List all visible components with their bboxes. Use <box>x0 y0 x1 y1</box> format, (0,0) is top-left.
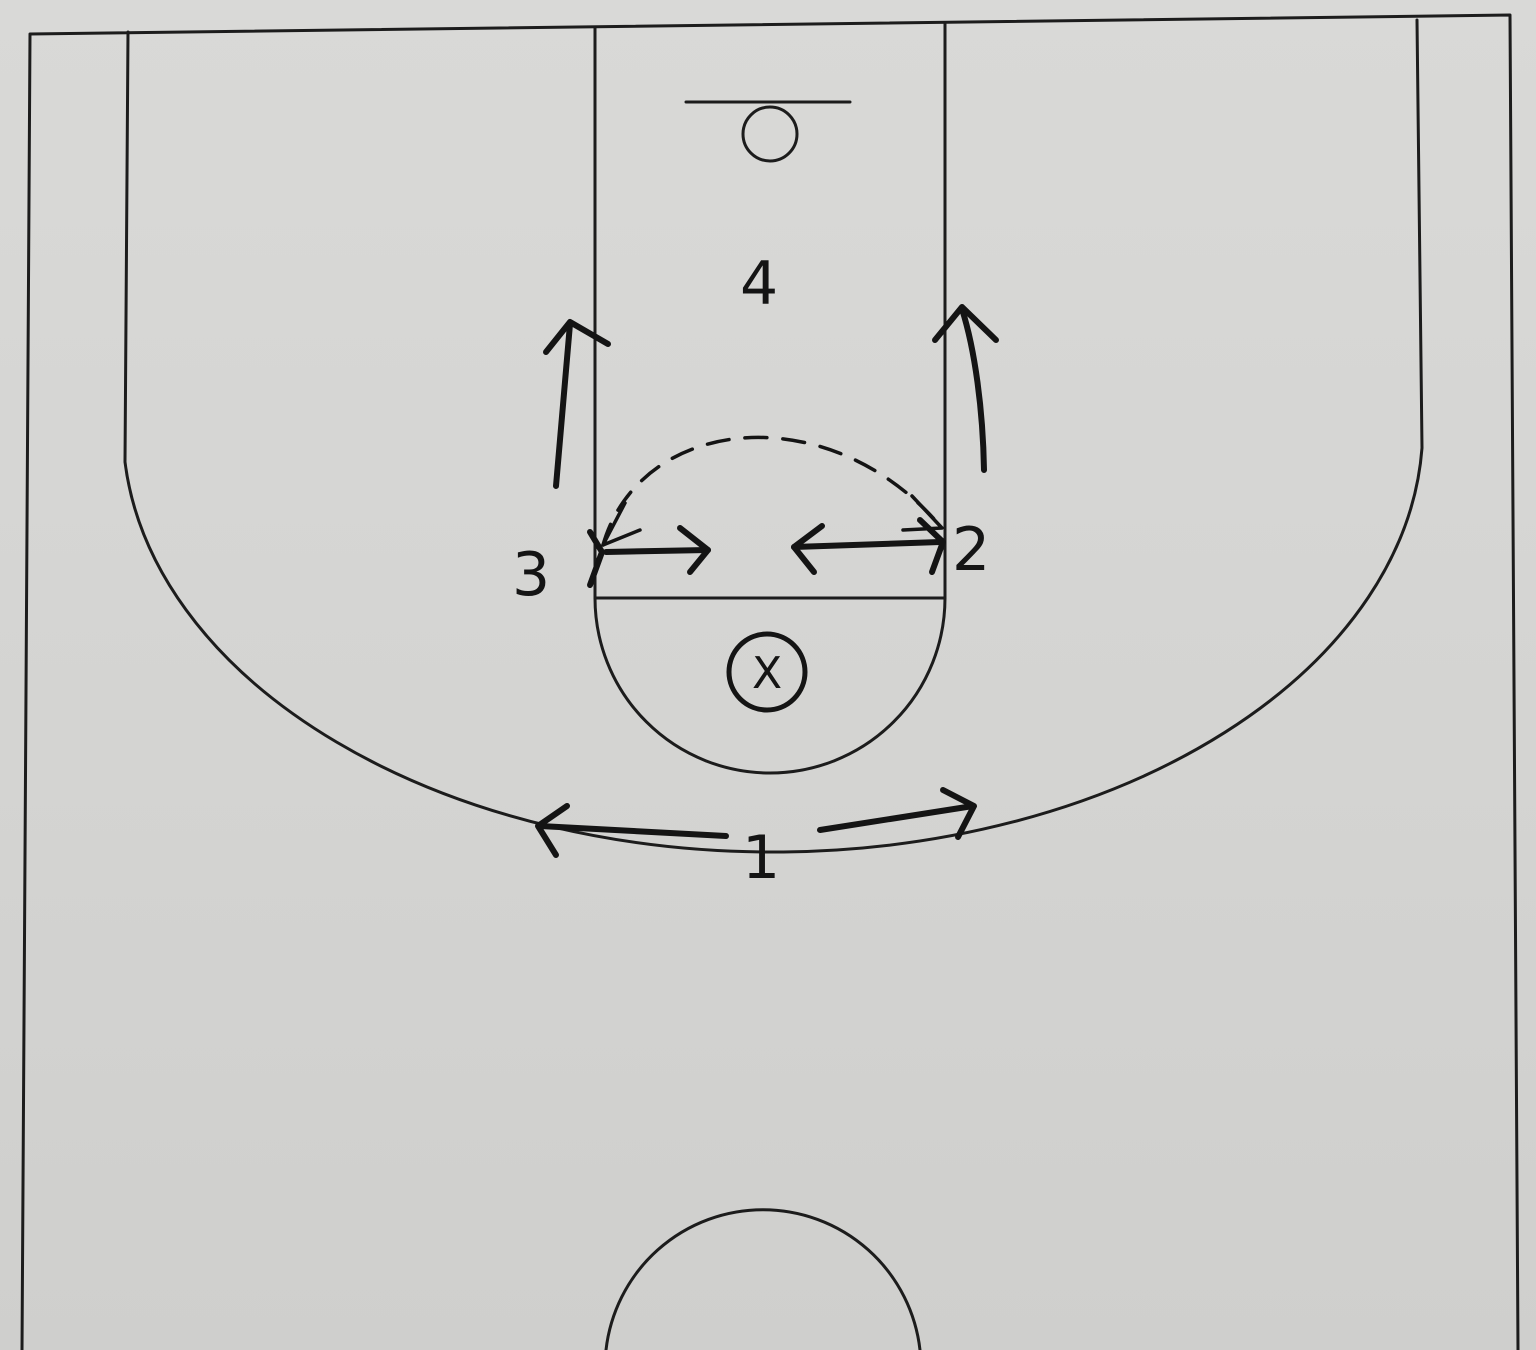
court-boundary <box>20 13 1520 1350</box>
arrow-2-slide <box>791 539 943 550</box>
arrow-1-right <box>817 803 976 833</box>
rim <box>741 105 799 163</box>
free-throw-circle <box>593 596 947 775</box>
arrow-1-right-head <box>940 787 977 840</box>
defender-label: X <box>752 648 782 699</box>
player-4-label: 4 <box>740 249 778 319</box>
arrow-1-left <box>537 823 729 839</box>
dashed-arc-arrowhead-right <box>901 494 944 532</box>
arrow-3-slide-tail <box>587 529 605 588</box>
player-2-label: 2 <box>952 515 990 585</box>
arrow-3-slide <box>603 547 711 555</box>
player-1-label: 1 <box>742 823 780 893</box>
arrow-2-slide-tail <box>917 517 946 575</box>
dashed-arc-arrowhead-left <box>601 501 642 547</box>
play-markings <box>535 304 999 858</box>
court-lines <box>20 13 1520 1350</box>
arrow-1-left-head <box>535 803 570 858</box>
arrow-2-cut-head <box>932 304 999 343</box>
lane <box>593 22 947 600</box>
dashed-pass-arc <box>601 435 944 547</box>
center-circle <box>604 1208 922 1350</box>
arrow-3-cut-head <box>543 319 611 355</box>
player-3-label: 3 <box>512 540 550 610</box>
three-point-line <box>123 18 1424 854</box>
defender-circle <box>726 631 808 713</box>
arrow-2-slide-head <box>791 523 825 575</box>
arrow-3-slide-head <box>677 525 711 575</box>
arrow-2-cut <box>959 306 987 473</box>
arrow-3-cut <box>553 321 573 489</box>
